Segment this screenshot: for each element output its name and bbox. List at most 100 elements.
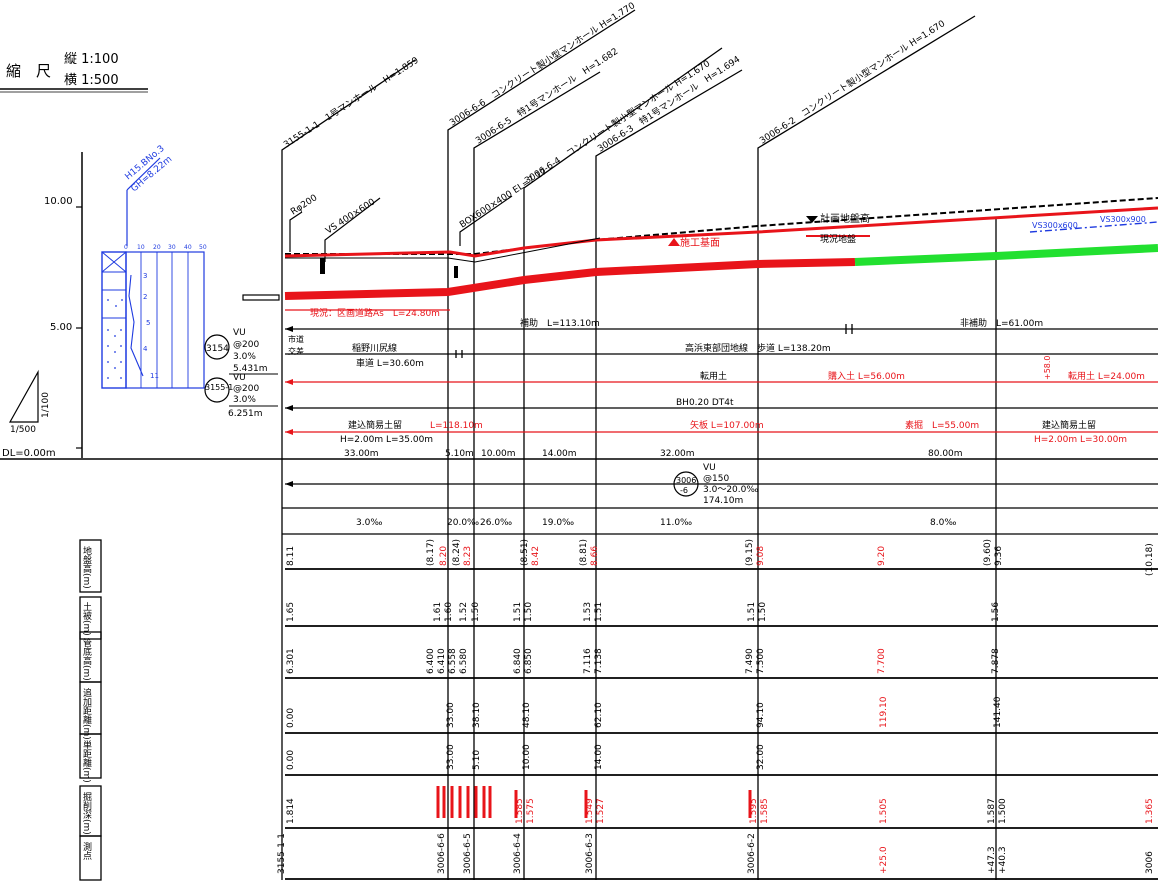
svg-text:8.23: 8.23	[463, 546, 473, 566]
shoring-label: 建込簡易土留	[348, 419, 402, 431]
branch-pipes: 3154 VU @200 3.0% 5.431m 3155-1 VU @200 …	[204, 328, 304, 419]
svg-text:119.10: 119.10	[879, 696, 889, 728]
svg-text:VU: VU	[233, 373, 246, 383]
svg-text:8.42: 8.42	[531, 546, 541, 566]
side-note-2: 交差	[288, 346, 304, 356]
row-label-box-0	[79, 539, 102, 593]
profile-lines: VS300x600 VS300x900	[242, 197, 1158, 301]
sidewalk-label: 高浜東部団地線 歩道 L=138.20m	[685, 342, 831, 354]
gradient-row: 3.0‰ 20.0‰ 26.0‰ 19.0‰ 11.0‰ 8.0‰	[282, 507, 1158, 535]
svg-text:6.251m: 6.251m	[228, 409, 263, 419]
h-left-label: H=2.00m L=35.00m	[340, 435, 433, 445]
span-lengths: 33.00m 5.10m 10.00m 14.00m 32.00m 80.00m	[344, 449, 963, 459]
svg-text:10.00m: 10.00m	[481, 449, 516, 459]
scale-horizontal: 横 1:500	[64, 73, 119, 88]
purchased-soil-label: 購入土 L=56.00m	[828, 370, 905, 382]
svg-text:(9.60): (9.60)	[983, 539, 993, 566]
svg-text:1.814: 1.814	[286, 798, 296, 824]
n-value-grid	[125, 251, 205, 389]
svg-text:1.60: 1.60	[444, 602, 454, 622]
manhole-leader-6	[757, 15, 976, 880]
svg-text:33.00m: 33.00m	[344, 449, 379, 459]
svg-text:3006-6-2: 3006-6-2	[747, 833, 757, 874]
svg-text:0: 0	[124, 244, 128, 251]
vs-pipe-blue	[1029, 221, 1158, 233]
svg-text:8.66: 8.66	[590, 546, 600, 566]
branch-pipe-3155	[204, 377, 230, 403]
svg-text:10.00: 10.00	[522, 744, 532, 770]
svg-text:62.10: 62.10	[594, 702, 604, 728]
table-row-labels: 地盤高(m) 土被(m) 管底高(m) 追加距離(m) 単距離(m) 掘削深(m…	[81, 545, 92, 861]
elevation-tick-5: 5.00	[50, 322, 72, 333]
svg-text:(8.24): (8.24)	[452, 539, 462, 566]
svg-text:1.549: 1.549	[585, 798, 595, 824]
scale-vertical: 縦 1:100	[64, 52, 119, 67]
annotation-arrows: 現況：区画道路As L=24.80m 補助 L=113.10m 非補助 L=61…	[285, 307, 1158, 445]
svg-text:+40.3: +40.3	[998, 846, 1008, 874]
svg-text:8.20: 8.20	[439, 546, 449, 566]
row-label-box-6	[79, 835, 102, 881]
pipe-note-box: BOX600×400 EL=7.17	[458, 167, 549, 231]
svg-text:9.36: 9.36	[994, 546, 1004, 566]
svg-text:9.20: 9.20	[877, 546, 887, 566]
svg-text:6.400: 6.400	[426, 648, 436, 674]
svg-text:1.585: 1.585	[515, 798, 525, 824]
svg-text:1.51: 1.51	[513, 602, 523, 622]
svg-text:6.301: 6.301	[286, 648, 296, 674]
svg-text:3154: 3154	[206, 344, 229, 354]
svg-text:33.00: 33.00	[446, 744, 456, 770]
vs-note-2: VS300x600	[1032, 221, 1078, 230]
sewer-pipe-red	[284, 258, 856, 300]
datum-label: DL=0.00m	[2, 448, 56, 459]
side-note-1: 市道	[288, 334, 304, 344]
svg-text:(8.17): (8.17)	[426, 539, 436, 566]
svg-text:3006: 3006	[676, 476, 696, 485]
svg-text:3.0%: 3.0%	[233, 395, 256, 405]
svg-text:6.580: 6.580	[459, 648, 469, 674]
svg-text:@150: @150	[703, 474, 729, 484]
manhole-label-5: 3006-6-3 特1号マンホール H=1.694	[595, 53, 742, 155]
svg-text:@200: @200	[233, 340, 259, 350]
svg-text:6.850: 6.850	[524, 648, 534, 674]
svg-text:1.65: 1.65	[286, 602, 296, 622]
svg-text:単距離(m): 単距離(m)	[81, 739, 92, 783]
svg-text:測点: 測点	[81, 841, 92, 861]
svg-text:1.505: 1.505	[879, 798, 889, 824]
svg-text:50: 50	[199, 244, 207, 251]
branch-pipe-3154	[204, 334, 230, 360]
elevation-axis: 10.00 5.00 DL=0.00m 1/100 1/500	[2, 152, 83, 459]
svg-text:4: 4	[143, 345, 148, 353]
sheet-right-label: 素掘 L=55.00m	[905, 419, 979, 431]
svg-text:3.0%: 3.0%	[233, 352, 256, 362]
planned-ground-label: 計画地盤高	[820, 212, 870, 225]
svg-text:80.00m: 80.00m	[928, 449, 963, 459]
manhole-label-2: 3006-6-6 コンクリート製小型マンホール H=1.770	[447, 0, 637, 129]
carriageway-label: 車道 L=30.60m	[356, 357, 424, 369]
construction-base-label: 施工基面	[680, 236, 720, 249]
svg-text:1.50: 1.50	[524, 602, 534, 622]
table-values: 8.11 (8.17) 8.20 (8.24) 8.23 (8.51) 8.42…	[277, 539, 1155, 874]
svg-text:7.138: 7.138	[594, 648, 604, 674]
auxiliary-label: 補助 L=113.10m	[520, 317, 600, 329]
svg-text:1.575: 1.575	[526, 798, 536, 824]
svg-text:3006-6-4: 3006-6-4	[513, 833, 523, 874]
svg-text:1.52: 1.52	[459, 602, 469, 622]
svg-text:6.840: 6.840	[513, 648, 523, 674]
svg-text:20.0‰: 20.0‰	[447, 518, 479, 528]
manhole-leader-5	[595, 69, 743, 880]
slope-vertical-label: 1/100	[41, 392, 51, 418]
svg-text:7.500: 7.500	[756, 648, 766, 674]
svg-text:地盤高(m): 地盤高(m)	[81, 545, 92, 589]
svg-text:141.40: 141.40	[993, 696, 1003, 728]
svg-text:5.10m: 5.10m	[445, 449, 474, 459]
manhole-label-4: 3006-6-4 コンクリート製小型マンホール H=1.670	[522, 57, 712, 186]
svg-text:3006-6-5: 3006-6-5	[463, 833, 473, 874]
svg-text:+25.0: +25.0	[879, 846, 889, 874]
boring-log: H15.BNo.3 GH=8.22m 0 10 20 30 40 50 3 2 …	[101, 144, 207, 389]
existing-ground-label: 現況地盤	[820, 233, 856, 245]
manhole-leader-3	[473, 71, 601, 880]
svg-text:19.0‰: 19.0‰	[542, 518, 574, 528]
svg-text:3006-6-3: 3006-6-3	[585, 833, 595, 874]
svg-text:20: 20	[153, 244, 161, 251]
